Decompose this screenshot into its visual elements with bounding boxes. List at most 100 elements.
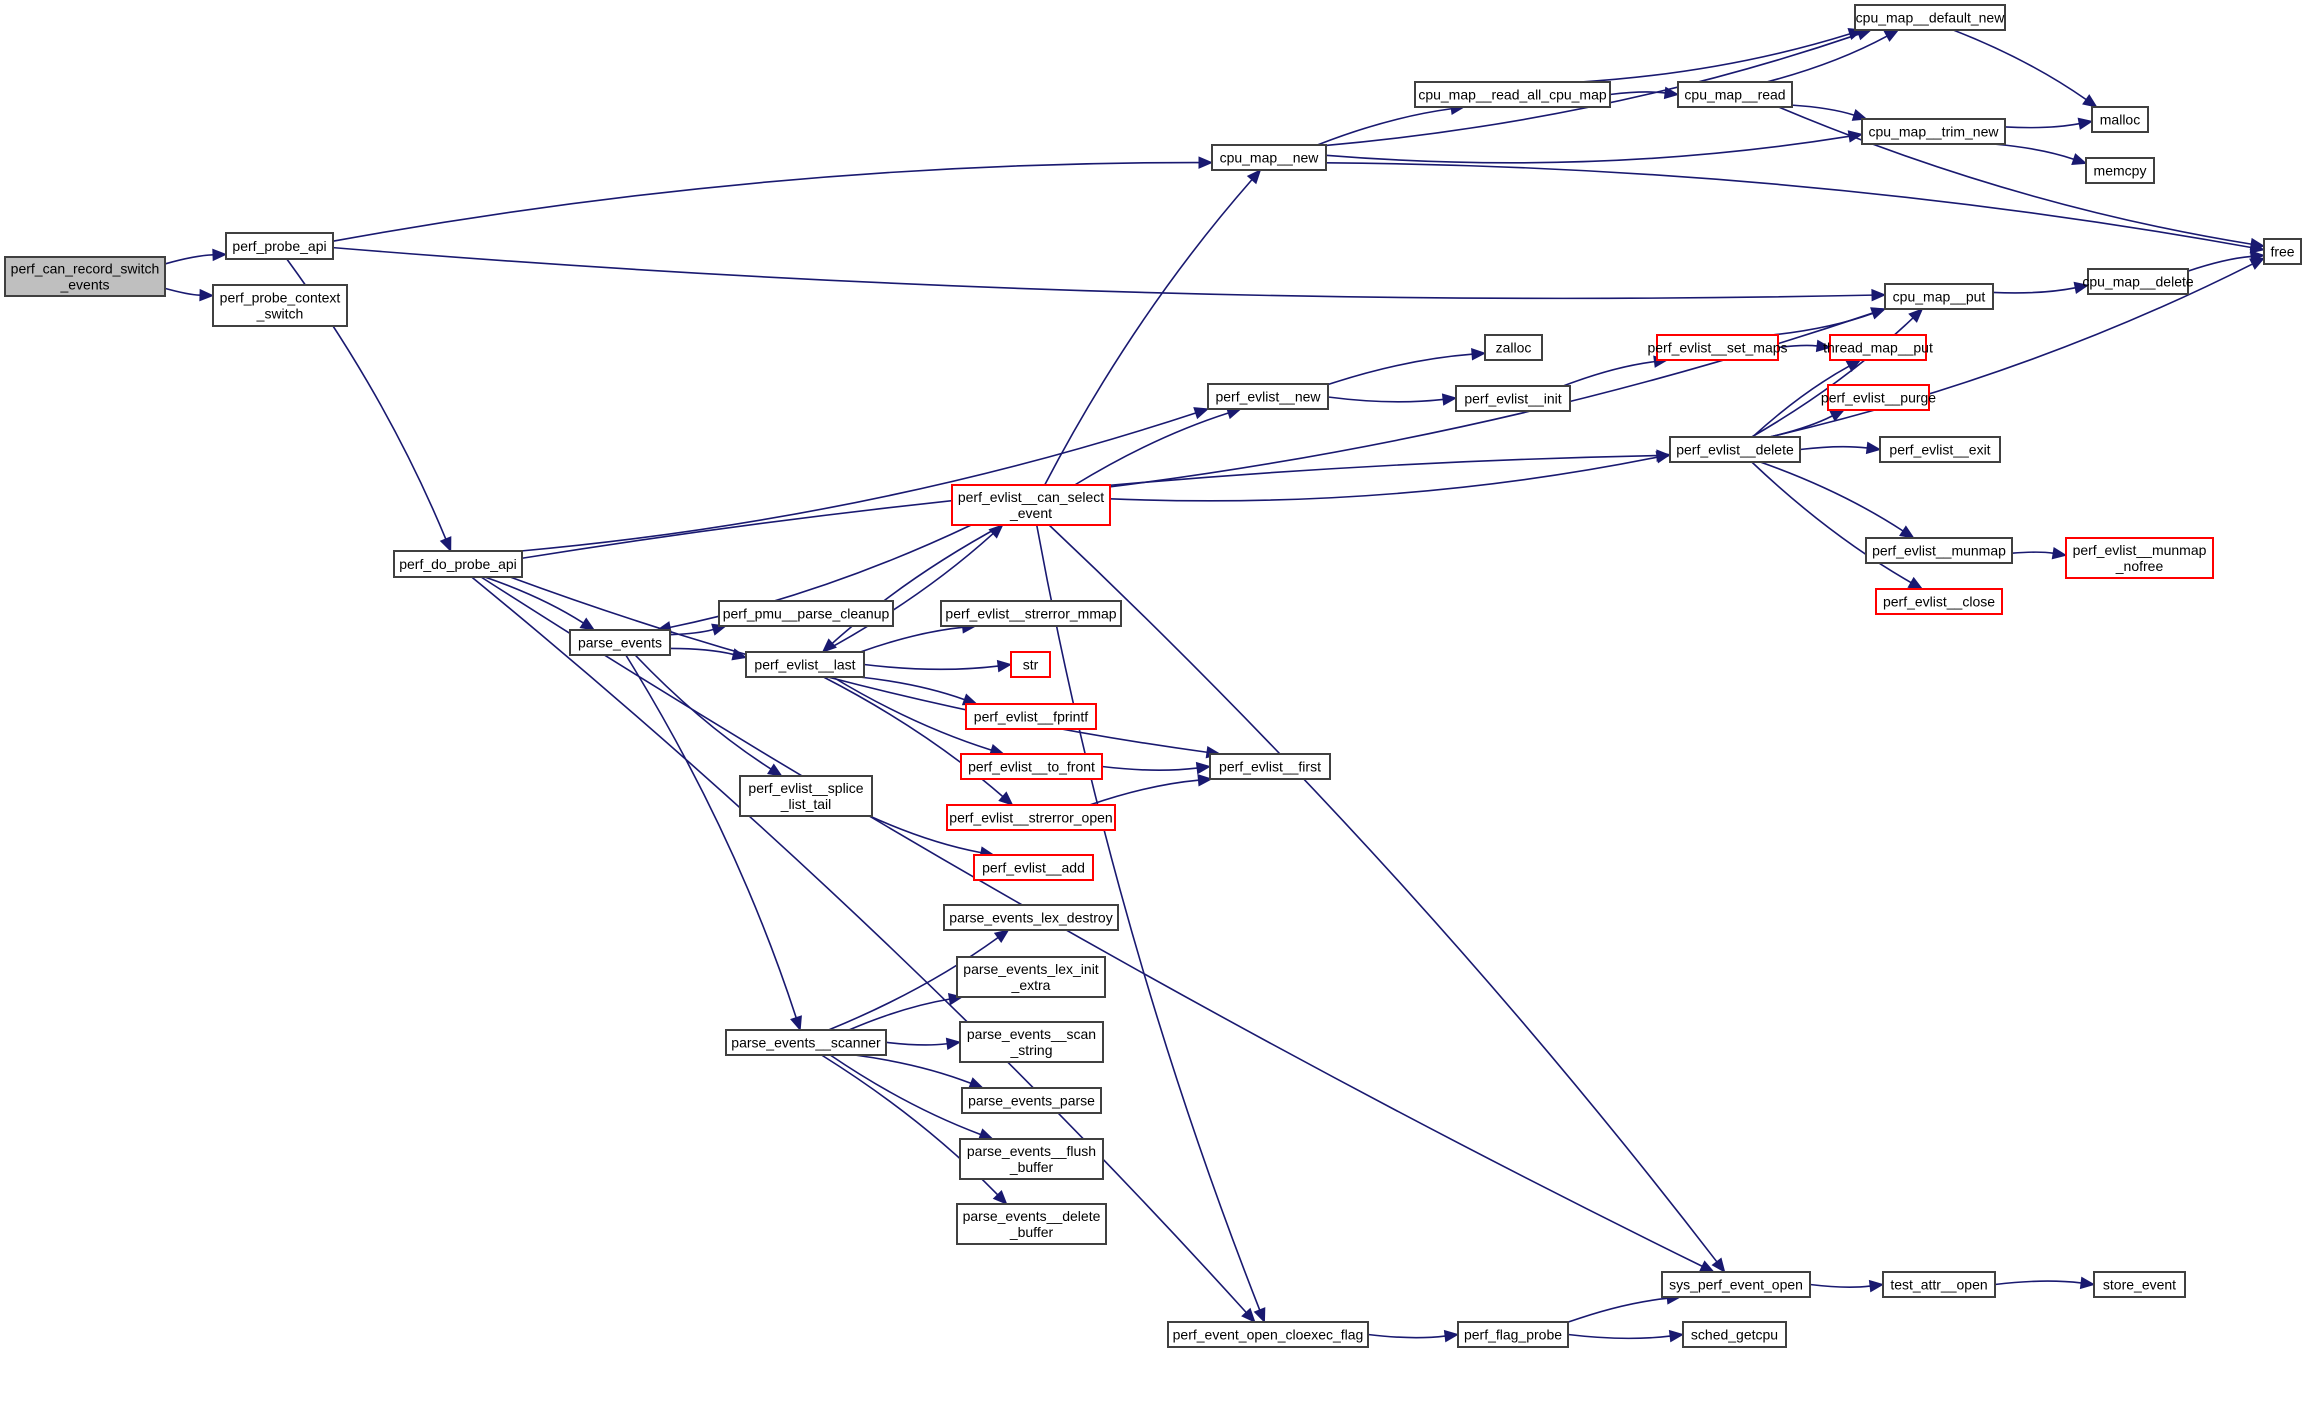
graph-node-parse-events-scanner[interactable]: parse_events__scanner: [725, 1029, 887, 1056]
graph-node-parse-events-delete-buffer[interactable]: parse_events__delete_buffer: [956, 1203, 1107, 1245]
graph-node-perf-evlist-fprintf[interactable]: perf_evlist__fprintf: [965, 703, 1097, 730]
graph-node-cpu-map-delete[interactable]: cpu_map__delete: [2082, 268, 2194, 295]
call-edge: [669, 628, 714, 636]
node-label: parse_events__scan: [967, 1026, 1096, 1042]
node-label: _nofree: [2115, 558, 2164, 574]
graph-node-perf-probe-api[interactable]: perf_probe_api: [225, 232, 334, 260]
graph-node-perf-evlist-strerror-open[interactable]: perf_evlist__strerror_open: [946, 804, 1116, 831]
node-box: [1455, 385, 1571, 412]
call-edge: [1771, 312, 1874, 336]
graph-node-perf-evlist-can-select-event[interactable]: perf_evlist__can_select_event: [951, 484, 1111, 526]
graph-node-parse-events-scan-string[interactable]: parse_events__scan_string: [959, 1021, 1104, 1063]
call-edge: [1048, 524, 1718, 1263]
graph-node-cpu-map-trim-new[interactable]: cpu_map__trim_new: [1861, 118, 2006, 145]
graph-node-parse-events-parse[interactable]: parse_events_parse: [961, 1087, 1102, 1114]
graph-node-parse-events-lex-destroy[interactable]: parse_events_lex_destroy: [943, 904, 1119, 931]
graph-node-cpu-map-read[interactable]: cpu_map__read: [1677, 81, 1793, 108]
graph-node-parse-events-lex-init-extra[interactable]: parse_events_lex_init_extra: [956, 956, 1106, 998]
call-edge: [1325, 135, 1850, 164]
graph-node-perf-probe-context-switch[interactable]: perf_probe_context_switch: [212, 284, 348, 327]
graph-node-perf-evlist-munmap[interactable]: perf_evlist__munmap: [1865, 537, 2013, 564]
graph-node-perf-evlist-first[interactable]: perf_evlist__first: [1209, 753, 1331, 780]
call-edge: [832, 676, 992, 751]
graph-node-free[interactable]: free: [2263, 238, 2302, 265]
node-box: [739, 775, 873, 817]
graph-node-sys-perf-event-open[interactable]: sys_perf_event_open: [1661, 1271, 1811, 1298]
graph-node-perf-evlist-delete[interactable]: perf_evlist__delete: [1669, 436, 1801, 463]
call-edge: [885, 1041, 948, 1046]
arrowhead-icon: [2249, 237, 2266, 251]
graph-node-thread-map-put[interactable]: thread_map__put: [1823, 334, 1933, 361]
call-edge: [1089, 779, 1199, 806]
node-label: _string: [1009, 1042, 1052, 1058]
graph-node-perf-evlist-purge[interactable]: perf_evlist__purge: [1821, 384, 1936, 411]
arrowhead-icon: [767, 763, 783, 777]
arrowhead-icon: [2071, 153, 2088, 165]
graph-node-cpu-map-put[interactable]: cpu_map__put: [1884, 283, 1994, 310]
call-edge: [1035, 524, 1261, 1311]
node-box: [1207, 383, 1329, 410]
node-label: sys_perf_event_open: [1669, 1277, 1803, 1293]
graph-node-cpu-map-new[interactable]: cpu_map__new: [1211, 144, 1327, 171]
graph-node-test-attr-open[interactable]: test_attr__open: [1882, 1271, 1996, 1298]
graph-node-perf-evlist-close[interactable]: perf_evlist__close: [1875, 588, 2003, 615]
node-box: [2091, 106, 2149, 133]
arrowhead-icon: [1443, 1329, 1460, 1343]
call-edge: [669, 524, 972, 629]
arrowhead-icon: [2082, 94, 2098, 108]
graph-node-perf-pmu-parse-cleanup[interactable]: perf_pmu__parse_cleanup: [718, 600, 894, 627]
node-box: [2263, 238, 2302, 265]
node-box: [1827, 384, 1930, 411]
graph-node-malloc[interactable]: malloc: [2091, 106, 2149, 133]
graph-node-store-event[interactable]: store_event: [2093, 1271, 2186, 1298]
arrowhead-icon: [1868, 1279, 1885, 1293]
call-edge: [625, 654, 797, 1018]
call-edge: [848, 998, 950, 1031]
call-edge: [2004, 122, 2080, 129]
call-edge: [1994, 1280, 2082, 1286]
graph-node-perf-evlist-set-maps[interactable]: perf_evlist__set_maps: [1647, 334, 1788, 361]
graph-node-perf-do-probe-api[interactable]: perf_do_probe_api: [393, 550, 523, 578]
node-box: [965, 703, 1097, 730]
call-edge: [859, 676, 965, 701]
graph-node-memcpy[interactable]: memcpy: [2085, 157, 2155, 184]
arrowhead-icon: [2249, 257, 2266, 270]
node-box: [1682, 1321, 1787, 1348]
graph-node-cpu-map-default-new[interactable]: cpu_map__default_new: [1854, 4, 2006, 31]
graph-node-perf-evlist-init[interactable]: perf_evlist__init: [1455, 385, 1571, 412]
node-label: perf_probe_context: [220, 290, 341, 306]
call-edge: [1567, 1333, 1671, 1340]
arrowhead-icon: [199, 288, 215, 302]
graph-node-perf-evlist-exit[interactable]: perf_evlist__exit: [1879, 436, 2001, 463]
graph-node-perf-evlist-last[interactable]: perf_evlist__last: [745, 651, 865, 678]
node-box: [2085, 157, 2155, 184]
node-label: cpu_map__delete: [2082, 274, 2194, 290]
call-edge: [829, 1054, 981, 1136]
graph-node-str[interactable]: str: [1010, 651, 1051, 678]
graph-node-zalloc[interactable]: zalloc: [1484, 334, 1543, 361]
node-box: [1829, 334, 1927, 361]
graph-node-perf-evlist-new[interactable]: perf_evlist__new: [1207, 383, 1329, 410]
graph-node-sched-getcpu[interactable]: sched_getcpu: [1682, 1321, 1787, 1348]
graph-node-parse-events-flush-buffer[interactable]: parse_events__flush_buffer: [959, 1138, 1104, 1180]
graph-node-parse-events[interactable]: parse_events: [569, 629, 671, 656]
graph-node-perf-evlist-strerror-mmap[interactable]: perf_evlist__strerror_mmap: [940, 600, 1122, 627]
node-label: cpu_map__trim_new: [1869, 124, 2000, 140]
call-edge: [828, 936, 999, 1031]
graph-node-perf-evlist-munmap-nofree[interactable]: perf_evlist__munmap_nofree: [2065, 537, 2214, 579]
call-edge: [823, 676, 1004, 798]
graph-node-perf-evlist-add[interactable]: perf_evlist__add: [973, 854, 1094, 881]
graph-node-perf-flag-probe[interactable]: perf_flag_probe: [1457, 1321, 1569, 1348]
graph-node-perf-event-open-cloexec-flag[interactable]: perf_event_open_cloexec_flag: [1167, 1321, 1369, 1348]
call-edge: [863, 663, 999, 671]
node-box: [1661, 1271, 1811, 1298]
node-label: _extra: [1011, 977, 1051, 993]
node-box: [569, 629, 671, 656]
node-label: perf_probe_api: [232, 238, 326, 254]
node-box: [956, 956, 1106, 998]
graph-node-cpu-map-read-all-cpu-map[interactable]: cpu_map__read_all_cpu_map: [1414, 81, 1611, 108]
arrowhead-icon: [1241, 1307, 1256, 1323]
graph-node-perf-evlist-to-front[interactable]: perf_evlist__to_front: [960, 753, 1103, 780]
graph-node-perf-evlist-splice-list-tail[interactable]: perf_evlist__splice_list_tail: [739, 775, 873, 817]
arrowhead-icon: [992, 1189, 1008, 1205]
